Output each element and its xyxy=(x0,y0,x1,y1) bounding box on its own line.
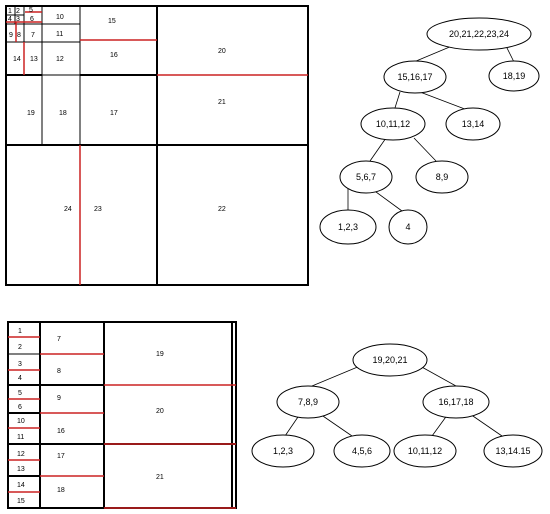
top-tree-node-4 xyxy=(388,209,428,245)
bottom-partition xyxy=(7,321,237,509)
bottom-tree-nodes xyxy=(251,343,543,468)
top-tree-node-5-6-7 xyxy=(339,160,393,194)
top-partition-thick-lines xyxy=(5,5,309,286)
top-cell-22-label: 22 xyxy=(218,206,226,213)
top-cell-21-label: 21 xyxy=(218,99,226,106)
top-tree-label-b: 18,19 xyxy=(503,71,526,81)
top-cell-9-label: 9 xyxy=(9,32,13,39)
top-tree: 20,21,22,23,24 15,16,17 18,19 10,11,12 1… xyxy=(319,17,540,245)
top-cell-11-label: 11 xyxy=(56,31,63,38)
bottom-tree-node-1-2-3 xyxy=(251,434,315,468)
bottom-cell-14-label: 14 xyxy=(17,482,25,489)
bottom-cell-2-label: 2 xyxy=(18,344,22,351)
top-partition-red-lines xyxy=(6,11,308,285)
top-tree-node-13-14 xyxy=(445,107,501,141)
top-tree-label-c: 10,11,12 xyxy=(376,119,410,129)
top-tree-label-d: 13,14 xyxy=(462,119,485,129)
top-tree-label-g: 1,2,3 xyxy=(338,222,358,232)
bottom-tree-node-16-17-18 xyxy=(422,385,490,419)
top-cell-17-label: 17 xyxy=(110,110,118,117)
top-cell-23-label: 23 xyxy=(94,206,102,213)
top-cell-6-label: 6 xyxy=(30,16,34,23)
top-tree-nodes xyxy=(319,17,540,245)
bottom-partition-thick-lines xyxy=(7,321,237,509)
top-cell-19-label: 19 xyxy=(27,110,35,117)
top-tree-label-f: 8,9 xyxy=(436,172,449,182)
top-tree-node-1-2-3 xyxy=(319,209,377,245)
top-cell-16-label: 16 xyxy=(110,52,118,59)
bottom-tree-labels: 19,20,21 7,8,9 16,17,18 1,2,3 4,5,6 10,1… xyxy=(273,355,531,456)
bottom-cell-1-label: 1 xyxy=(18,328,22,335)
top-cell-24-label: 24 xyxy=(64,206,72,213)
top-cell-8-label: 8 xyxy=(17,32,21,39)
bottom-cell-13-label: 13 xyxy=(17,466,25,473)
top-cell-5-label: 5 xyxy=(29,7,33,14)
bottom-tree-node-4-5-6 xyxy=(333,434,391,468)
top-tree-label-root: 20,21,22,23,24 xyxy=(449,29,509,39)
top-cell-7-label: 7 xyxy=(31,32,35,39)
top-cell-14-label: 14 xyxy=(13,56,21,63)
top-cell-3-label: 3 xyxy=(16,16,20,23)
bottom-cell-15-label: 15 xyxy=(17,498,25,505)
bottom-tree-label-a: 7,8,9 xyxy=(298,397,318,407)
top-tree-node-8-9 xyxy=(415,160,469,194)
bottom-cell-17-label: 17 xyxy=(57,453,65,460)
top-cell-13-label: 13 xyxy=(30,56,38,63)
top-tree-label-e: 5,6,7 xyxy=(356,172,376,182)
bottom-tree-node-13-14-15 xyxy=(483,434,543,468)
bottom-cell-7-label: 7 xyxy=(57,336,61,343)
top-cell-10-label: 10 xyxy=(56,14,64,21)
bottom-cell-18-label: 18 xyxy=(57,487,65,494)
bottom-cell-5-label: 5 xyxy=(18,390,22,397)
top-cell-2-label: 2 xyxy=(16,8,20,15)
top-tree-labels: 20,21,22,23,24 15,16,17 18,19 10,11,12 1… xyxy=(338,29,525,232)
top-tree-node-18-19 xyxy=(488,60,540,92)
bottom-cell-20-label: 20 xyxy=(156,408,164,415)
bottom-tree-label-e: 10,11,12 xyxy=(408,446,442,456)
bottom-cell-9-label: 9 xyxy=(57,395,61,402)
top-tree-node-10-11-12 xyxy=(360,107,426,141)
bottom-tree-node-7-8-9 xyxy=(276,385,340,419)
bottom-tree-label-d: 4,5,6 xyxy=(352,446,372,456)
bottom-cell-19-label: 19 xyxy=(156,351,164,358)
top-cell-1-label: 1 xyxy=(8,8,12,15)
bottom-tree-label-f: 13,14.15 xyxy=(495,446,530,456)
top-tree-label-a: 15,16,17 xyxy=(397,72,432,82)
bottom-cell-6-label: 6 xyxy=(18,404,22,411)
bottom-partition-labels: 1 2 3 4 5 6 7 8 9 10 11 12 13 14 15 16 1… xyxy=(17,328,164,505)
top-partition xyxy=(5,5,309,286)
bottom-tree-label-root: 19,20,21 xyxy=(372,355,407,365)
top-cell-4-label: 4 xyxy=(8,16,12,23)
bottom-cell-10-label: 10 xyxy=(17,418,25,425)
bottom-cell-3-label: 3 xyxy=(18,361,22,368)
top-cell-12-label: 12 xyxy=(56,56,64,63)
top-cell-18-label: 18 xyxy=(59,110,67,117)
top-tree-node-15-16-17 xyxy=(383,60,447,94)
bottom-tree-label-b: 16,17,18 xyxy=(438,397,473,407)
top-cell-15-label: 15 xyxy=(108,18,116,25)
bottom-cell-4-label: 4 xyxy=(18,375,22,382)
top-cell-20-label: 20 xyxy=(218,48,226,55)
bottom-cell-8-label: 8 xyxy=(57,368,61,375)
bottom-cell-12-label: 12 xyxy=(17,451,25,458)
top-tree-node-root xyxy=(426,17,532,51)
bottom-cell-11-label: 11 xyxy=(17,434,24,441)
top-partition-labels: 1 2 3 4 5 6 7 8 9 10 11 12 13 14 15 16 1… xyxy=(8,7,226,213)
bottom-tree-node-10-11-12 xyxy=(393,434,457,468)
bottom-tree-label-c: 1,2,3 xyxy=(273,446,293,456)
bottom-cell-21-label: 21 xyxy=(156,474,164,481)
bottom-cell-16-label: 16 xyxy=(57,428,65,435)
top-tree-label-h: 4 xyxy=(405,222,410,232)
bottom-tree-node-root xyxy=(352,343,428,377)
bottom-tree: 19,20,21 7,8,9 16,17,18 1,2,3 4,5,6 10,1… xyxy=(251,343,543,468)
bottom-partition-red-lines xyxy=(8,336,236,509)
